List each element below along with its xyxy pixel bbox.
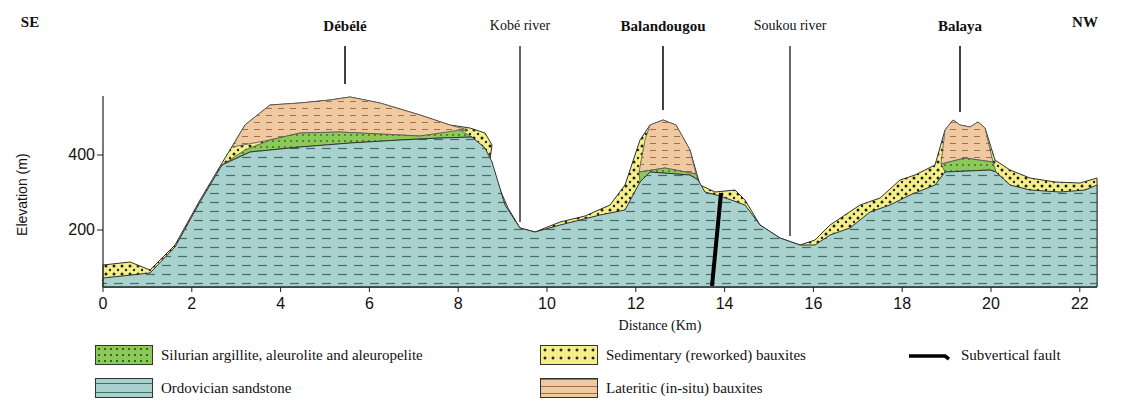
tick-label: 8 bbox=[454, 295, 463, 313]
legend-swatch bbox=[95, 378, 153, 398]
legend-swatch bbox=[540, 378, 598, 398]
tick-label: 12 bbox=[627, 295, 645, 313]
river-name: Kobé river bbox=[490, 18, 550, 33]
legend-text: Sedimentary (reworked) bauxites bbox=[606, 347, 806, 364]
legend-text: Subvertical fault bbox=[961, 347, 1061, 364]
river-name: Soukou river bbox=[754, 18, 827, 33]
legend-swatch bbox=[540, 345, 598, 365]
tick-label: 4 bbox=[276, 295, 285, 313]
tick-label: 10 bbox=[538, 295, 556, 313]
place-name: Débélé bbox=[323, 18, 366, 35]
place-name: Balaya bbox=[938, 18, 982, 35]
fault-line-sample bbox=[905, 345, 955, 365]
tick-label: 22 bbox=[1071, 295, 1089, 313]
tick-label: 18 bbox=[893, 295, 911, 313]
tick-label: 16 bbox=[805, 295, 823, 313]
tick-label: 20 bbox=[982, 295, 1000, 313]
tick-label: 0 bbox=[99, 295, 108, 313]
legend-text: Lateritic (in-situ) bauxites bbox=[606, 380, 763, 397]
tick-label: 6 bbox=[365, 295, 374, 313]
compass-label: NW bbox=[1072, 14, 1098, 31]
tick-label: 400 bbox=[68, 146, 95, 164]
legend-text: Silurian argillite, aleurolite and aleur… bbox=[161, 347, 423, 364]
tick-label: 2 bbox=[187, 295, 196, 313]
legend-swatch bbox=[95, 345, 153, 365]
compass-label: SE bbox=[21, 14, 39, 31]
legend-text: Ordovician sandstone bbox=[161, 380, 291, 397]
axis-title: Distance (Km) bbox=[619, 318, 702, 333]
tick-label: 200 bbox=[68, 221, 95, 239]
axis-title: Elevation (m) bbox=[14, 154, 29, 236]
tick-label: 14 bbox=[716, 295, 734, 313]
place-name: Balandougou bbox=[620, 18, 705, 35]
